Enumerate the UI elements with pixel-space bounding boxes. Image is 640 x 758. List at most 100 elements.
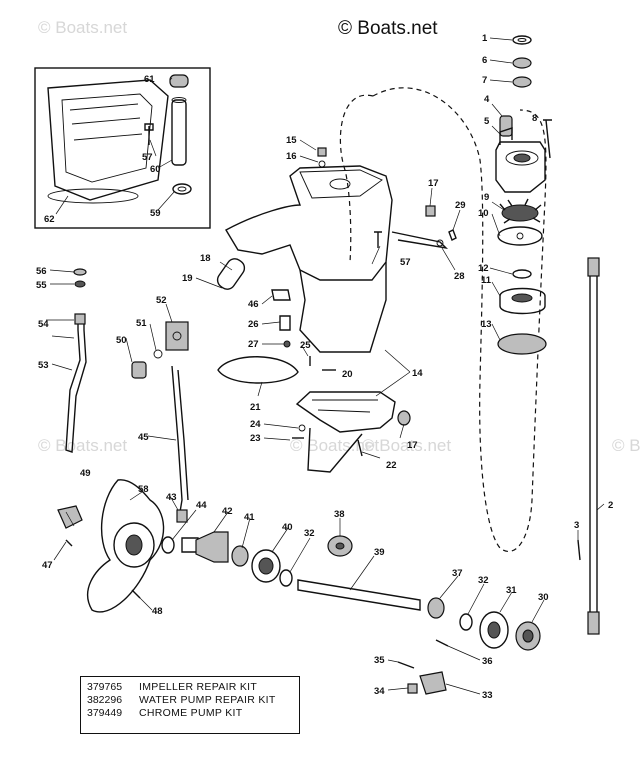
callout: 5 [484, 116, 490, 127]
bushing-50 [131, 361, 147, 379]
callout: 34 [374, 686, 385, 697]
water-tube-path-2 [372, 87, 547, 553]
pump-housing-5 [495, 141, 546, 193]
callout: 48 [152, 606, 163, 617]
callout: 43 [166, 492, 177, 503]
washer-56 [73, 268, 87, 276]
callout: 25 [300, 340, 311, 351]
callout: 47 [42, 560, 53, 571]
callout: 54 [38, 319, 49, 330]
callout: 51 [136, 318, 147, 329]
callout: 61 [144, 74, 155, 85]
seal-59 [172, 183, 192, 195]
screw-22 [357, 439, 363, 457]
kit-row: 379449 CHROME PUMP KIT [87, 707, 293, 720]
kit-description: CHROME PUMP KIT [139, 707, 243, 719]
callout: 40 [282, 522, 293, 533]
callout: 27 [248, 339, 259, 350]
callout: 3 [574, 520, 579, 531]
pin-47 [65, 539, 73, 547]
callout-numbers: 1 2 3 4 5 6 7 8 9 10 11 12 13 14 15 16 1… [36, 33, 613, 701]
callout: 14 [412, 368, 423, 379]
callout: 55 [36, 280, 47, 291]
clamp-52 [165, 321, 189, 351]
bushing-17b [397, 410, 411, 426]
callout: 36 [482, 656, 493, 667]
tube-18 [216, 258, 246, 290]
callout: 20 [342, 369, 353, 380]
cradle-43 [176, 509, 188, 523]
callout: 35 [374, 655, 385, 666]
propeller-58 [87, 479, 165, 613]
clip-46 [271, 289, 291, 301]
gasket-13 [497, 333, 547, 355]
callout: 52 [156, 295, 167, 306]
callout: 13 [481, 319, 492, 330]
callout: 19 [182, 273, 193, 284]
pin-35 [397, 661, 415, 669]
plate-10 [497, 226, 543, 246]
callout: 26 [248, 319, 259, 330]
tube-60 [171, 99, 187, 166]
pin-36 [435, 639, 449, 647]
callout: 28 [454, 271, 465, 282]
callout: 33 [482, 690, 493, 701]
callout: 16 [286, 151, 297, 162]
kit-part-number: 382296 [87, 694, 123, 706]
callout: 9 [484, 192, 489, 203]
callout: 58 [138, 484, 149, 495]
bushing-17 [425, 205, 436, 217]
washer-32 [279, 569, 293, 587]
bearing-carrier-42 [195, 531, 229, 563]
clip-26 [279, 315, 291, 331]
callout: 21 [250, 402, 261, 413]
callout: 56 [36, 266, 47, 277]
lower-gearcase [295, 391, 396, 473]
kit-row: 379765 IMPELLER REPAIR KIT [87, 681, 293, 694]
watermark: © Boats.net [362, 436, 452, 455]
callout: 7 [482, 75, 487, 86]
kit-part-number: 379449 [87, 707, 123, 719]
callout: 29 [455, 200, 466, 211]
callout: 12 [478, 263, 489, 274]
callout: 10 [478, 208, 489, 219]
inset-frame [34, 67, 211, 229]
kit-description: IMPELLER REPAIR KIT [139, 681, 258, 693]
callout: 57 [400, 257, 411, 268]
callout: 39 [374, 547, 385, 558]
callout: 2 [608, 500, 613, 511]
tube-4 [499, 115, 513, 137]
callout: 30 [538, 592, 549, 603]
bearing-41 [231, 545, 249, 567]
nut-55 [74, 280, 86, 288]
pin-3 [577, 539, 581, 561]
callout: 53 [38, 360, 49, 371]
callout: 17 [407, 440, 418, 451]
copyright-text: © Boats.net [338, 18, 438, 39]
water-tube-path [339, 94, 374, 263]
liner-11 [499, 287, 546, 315]
callout: 18 [200, 253, 211, 264]
callout: 32 [304, 528, 315, 539]
clutch-37 [427, 597, 445, 619]
seal-12 [512, 269, 532, 279]
callout: 45 [138, 432, 149, 443]
callout: 8 [532, 113, 537, 124]
seal-21 [217, 356, 299, 384]
watermark: © Boats.net [38, 436, 128, 455]
callout: 46 [248, 299, 259, 310]
grommet-6 [512, 57, 532, 69]
callout: 50 [116, 335, 127, 346]
watermark: © Boats.net [38, 18, 128, 37]
callout: 59 [150, 208, 161, 219]
drive-shaft-2 [587, 257, 600, 635]
seal-1 [512, 35, 532, 45]
callout: 38 [334, 509, 345, 520]
prop-shaft-39 [297, 579, 421, 611]
screw-29 [448, 229, 457, 241]
washer-24 [298, 424, 306, 432]
callout: 44 [196, 500, 207, 511]
grommet-61 [169, 74, 189, 88]
screw-57 [374, 231, 382, 248]
